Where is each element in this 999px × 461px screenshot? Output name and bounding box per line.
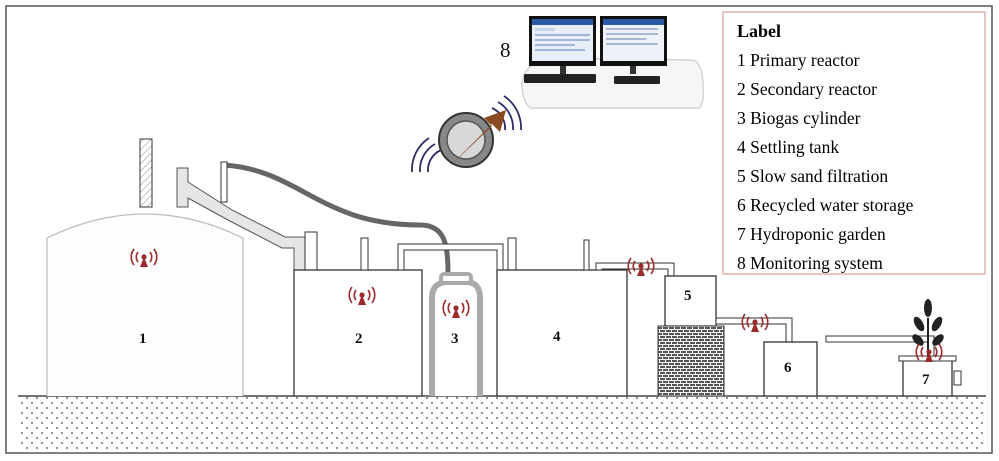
primary-reactor: 1 (46, 138, 244, 396)
biogas-hose (221, 162, 451, 275)
legend-item: 7 Hydroponic garden (737, 224, 886, 244)
primary-reactor-number: 1 (139, 331, 147, 347)
gas-outlet-valve (220, 161, 228, 203)
settling-inlet-stack (507, 237, 517, 271)
legend-item: 4 Settling tank (737, 137, 839, 157)
reactor2-inlet-stack (304, 231, 318, 271)
gateway-device-icon (411, 95, 522, 173)
hydroponic-garden-number: 7 (922, 372, 930, 388)
sand-filter-number: 5 (684, 288, 692, 304)
monitoring-system-number: 8 (500, 38, 511, 62)
biogas-cylinder: 3 (429, 272, 483, 396)
keyboard-right (614, 76, 660, 84)
legend-item: 3 Biogas cylinder (737, 108, 861, 128)
monitor-right (600, 16, 667, 74)
legend-title: Label (737, 21, 781, 41)
upload-arrow-icon (448, 110, 506, 168)
legend: Label 1 Primary reactor 2 Secondary reac… (722, 11, 986, 275)
monitor-left (529, 16, 596, 74)
secondary-reactor: 2 (293, 237, 423, 397)
water-storage-number: 6 (784, 360, 792, 376)
legend-item: 1 Primary reactor (737, 50, 860, 70)
sand-filter: 5 (657, 275, 725, 397)
settling-tank: 4 (496, 239, 628, 397)
ground (18, 396, 986, 450)
water-storage: 6 (763, 341, 818, 397)
legend-item: 8 Monitoring system (737, 253, 883, 273)
secondary-reactor-number: 2 (355, 331, 363, 347)
plant-icon (912, 299, 944, 356)
legend-item: 2 Secondary reactor (737, 79, 877, 99)
keyboard-left (524, 74, 596, 83)
monitoring-system: 8 (500, 16, 704, 109)
hydroponic-garden: 7 (898, 299, 962, 397)
legend-box (722, 11, 986, 275)
legend-item: 5 Slow sand filtration (737, 166, 888, 186)
biogas-cylinder-number: 3 (451, 331, 459, 347)
legend-item: 6 Recycled water storage (737, 195, 914, 215)
settling-tank-number: 4 (553, 329, 561, 345)
